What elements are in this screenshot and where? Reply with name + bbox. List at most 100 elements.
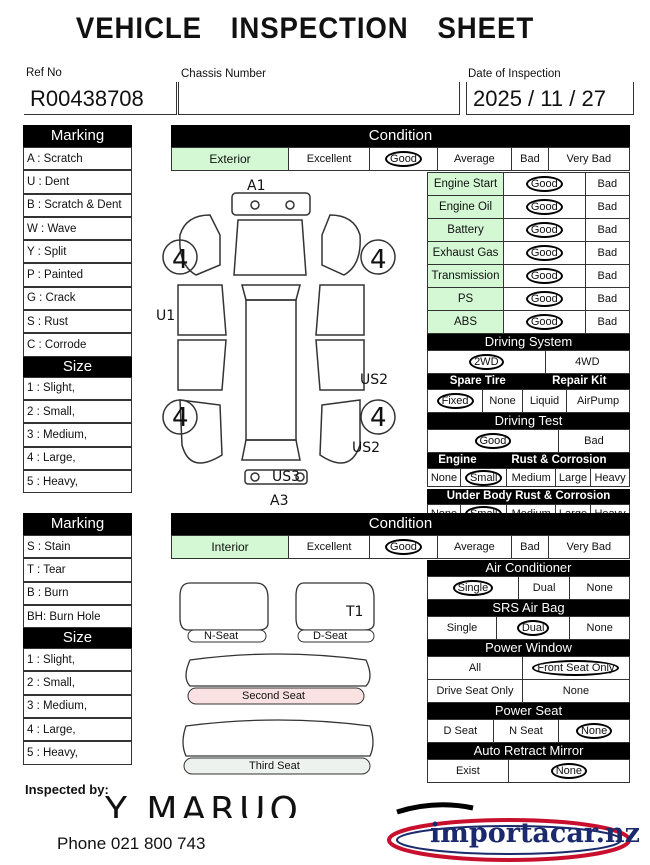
signature-scribble (396, 802, 474, 815)
spare-fixed[interactable]: Fixed (426, 389, 484, 413)
mark-us2-top: US2 (360, 372, 389, 388)
driving-2wd[interactable]: 2WD (427, 350, 546, 374)
condition-title-interior: Condition (171, 513, 630, 535)
power-window-title: Power Window (427, 640, 630, 656)
second-seat-label: Second Seat (242, 690, 305, 702)
car-diagram (162, 192, 396, 485)
size2-item: 4 : Large, (23, 718, 132, 742)
exterior-very-bad[interactable]: Very Bad (547, 147, 631, 171)
check-good[interactable]: Good (503, 287, 586, 311)
marking2-title: Marking (23, 513, 132, 535)
ps-n-seat[interactable]: N Seat (492, 719, 560, 743)
check-good[interactable]: Good (503, 310, 586, 334)
interior-features: Air Conditioner Single Dual None SRS Air… (427, 560, 631, 783)
interior-very-bad[interactable]: Very Bad (547, 535, 631, 559)
marking1-item: P : Painted (23, 263, 132, 287)
check-bad[interactable]: Bad (584, 241, 631, 265)
interior-excellent[interactable]: Excellent (287, 535, 371, 559)
engine_rust-option[interactable]: Heavy (590, 468, 630, 487)
check-bad[interactable]: Bad (584, 310, 631, 334)
underbody-title: Under Body Rust & Corrosion (427, 489, 630, 504)
aircon-dual[interactable]: Dual (517, 576, 571, 600)
repair-kit-title: Repair Kit (552, 375, 607, 387)
power-seat-title: Power Seat (427, 703, 630, 719)
aircon-none[interactable]: None (569, 576, 630, 600)
chassis-field[interactable] (178, 82, 460, 115)
seat-diagram (179, 582, 375, 775)
brand-name: importacar.nz (430, 818, 640, 849)
interior-good[interactable]: Good (369, 535, 438, 559)
check-bad[interactable]: Bad (584, 264, 631, 288)
interior-average[interactable]: Average (436, 535, 513, 559)
engine-rust-header: Engine Rust & Corrosion (427, 453, 630, 468)
srs-none[interactable]: None (569, 616, 630, 640)
driving-test-good[interactable]: Good (427, 429, 559, 453)
check-good[interactable]: Good (503, 241, 586, 265)
driving-4wd[interactable]: 4WD (544, 350, 631, 374)
marking2-item: T : Tear (23, 558, 132, 582)
check-bad[interactable]: Bad (584, 218, 631, 242)
check-label: Exhaust Gas (427, 241, 504, 265)
check-good[interactable]: Good (503, 195, 586, 219)
marking1-item: Y : Split (23, 240, 132, 264)
interior-bad[interactable]: Bad (511, 535, 549, 559)
marking1-item: G : Crack (23, 286, 132, 311)
interior-label: Interior (171, 535, 289, 559)
exterior-row: Exterior Excellent Good Average Bad Very… (171, 147, 631, 171)
ref-field[interactable]: R00438708 (24, 82, 177, 115)
driving-test-bad[interactable]: Bad (557, 429, 631, 453)
n-seat-label: N-Seat (204, 630, 239, 642)
check-good[interactable]: Good (503, 172, 586, 196)
check-bad[interactable]: Bad (584, 172, 631, 196)
exterior-excellent[interactable]: Excellent (287, 147, 371, 171)
pw-all[interactable]: All (427, 656, 523, 680)
check-label: Engine Start (427, 172, 504, 196)
size1-item: 4 : Large, (23, 446, 132, 470)
marking2-item: S : Stain (23, 535, 132, 559)
date-field[interactable]: 2025 / 11 / 27 (466, 82, 634, 115)
repair-liquid[interactable]: Liquid (521, 389, 568, 413)
chassis-label: Chassis Number (181, 68, 266, 80)
srs-single[interactable]: Single (427, 616, 497, 640)
engine_rust-option[interactable]: Medium (506, 468, 556, 487)
check-good[interactable]: Good (503, 218, 586, 242)
mirror-none[interactable]: None (507, 759, 631, 783)
mirror-title: Auto Retract Mirror (427, 743, 630, 759)
exterior-bad[interactable]: Bad (511, 147, 549, 171)
size1-item: 5 : Heavy, (23, 469, 132, 494)
check-bad[interactable]: Bad (584, 287, 631, 311)
engine-title: Engine (438, 454, 477, 466)
check-label: PS (427, 287, 504, 311)
marking1-item: C : Corrode (23, 333, 132, 357)
marking1-item: U : Dent (23, 170, 132, 194)
exterior-average[interactable]: Average (436, 147, 513, 171)
mirror-exist[interactable]: Exist (427, 759, 509, 783)
engine_rust-option[interactable]: None (427, 468, 461, 487)
check-good[interactable]: Good (503, 264, 586, 288)
check-bad[interactable]: Bad (584, 195, 631, 219)
phone-number: Phone 021 800 743 (57, 834, 206, 853)
inspected-by-label: Inspected by: (25, 782, 109, 797)
srs-dual[interactable]: Dual (495, 616, 571, 640)
repair-airpump[interactable]: AirPump (566, 389, 630, 413)
engine_rust-option[interactable]: Small (459, 468, 508, 487)
engine_rust-option[interactable]: Large (554, 468, 592, 487)
pw-front-seat[interactable]: Front Seat Only (521, 656, 631, 680)
ps-d-seat[interactable]: D Seat (427, 719, 494, 743)
pw-drive-seat[interactable]: Drive Seat Only (427, 679, 523, 703)
aircon-single[interactable]: Single (427, 576, 519, 600)
spare-none[interactable]: None (482, 389, 523, 413)
size1-item: 3 : Medium, (23, 423, 132, 447)
size2-item: 3 : Medium, (23, 694, 132, 719)
condition-title: Condition (171, 125, 630, 147)
pw-none[interactable]: None (521, 679, 631, 703)
spare-tire-title: Spare Tire (449, 375, 506, 387)
exterior-good[interactable]: Good (369, 147, 438, 171)
ps-none[interactable]: None (558, 719, 630, 743)
brand-logo (387, 818, 631, 862)
